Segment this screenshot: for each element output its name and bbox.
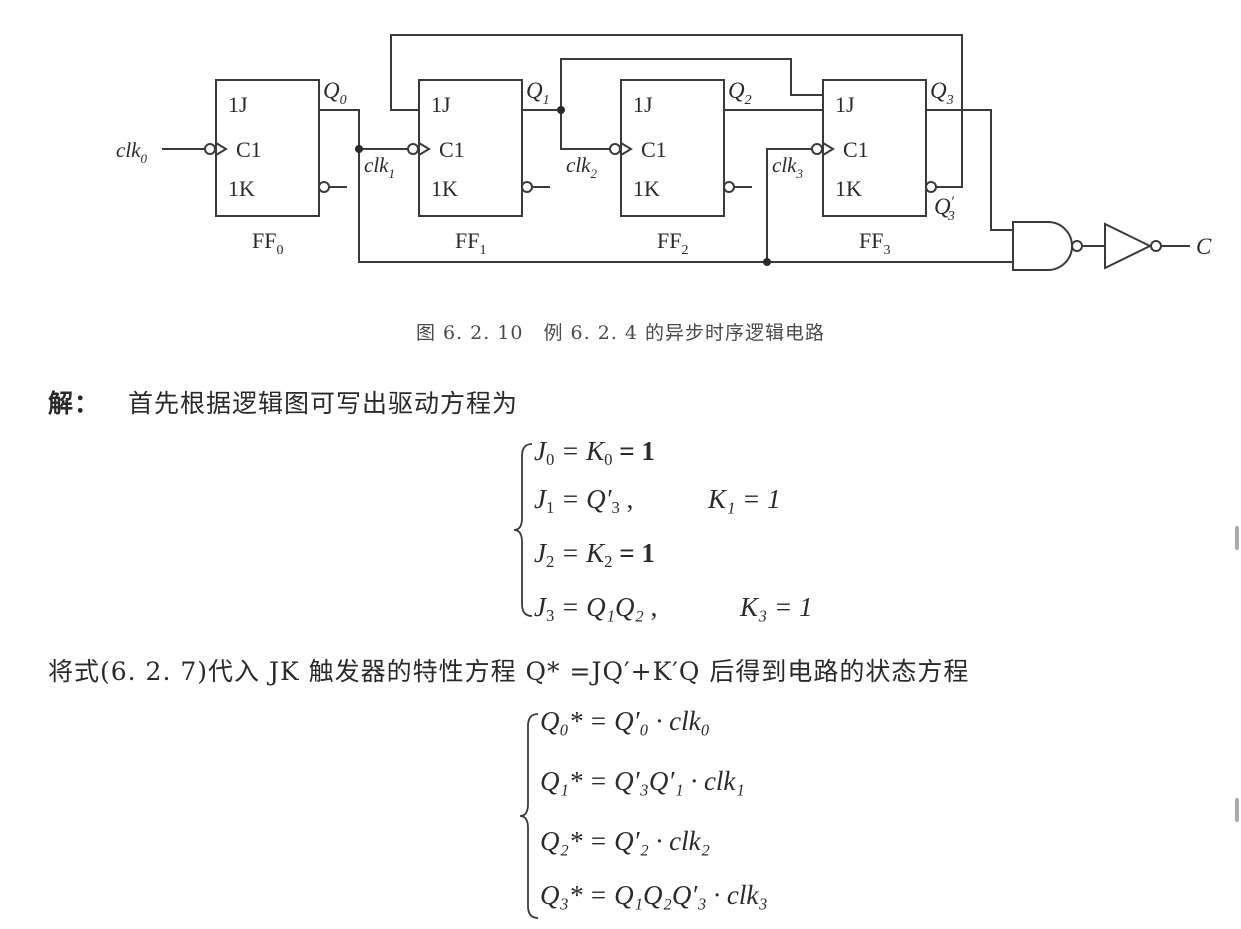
state-eq-3: Q₃* = Q₁Q₂Q′₃ · clk₃ — [540, 880, 768, 910]
state-brace — [518, 710, 542, 929]
q3-label: Q3 — [930, 78, 954, 108]
q1-label: Q1 — [526, 78, 550, 108]
clk0-label: clk0 — [116, 138, 147, 166]
output-c-label: C — [1196, 234, 1212, 259]
figure-caption: 图 6. 2. 10 例 6. 2. 4 的异步时序逻辑电路 — [415, 322, 826, 344]
ff2-k-label: 1K — [633, 176, 660, 201]
clk3-label: clk3 — [772, 153, 803, 181]
ff1-c-label: C1 — [439, 137, 465, 162]
ff1-box — [418, 79, 523, 217]
ff0-name: FF0 — [252, 228, 283, 258]
ff2-j-label: 1J — [633, 92, 653, 117]
ff0-j-label: 1J — [228, 92, 248, 117]
state-eq-0: Q₀* = Q′₀ · clk₀ — [540, 706, 711, 736]
driving-eq-1: J1 = Q′3 , K₁ = 1 — [534, 484, 781, 518]
ff1-k-label: 1K — [431, 176, 458, 201]
solution-label: 解： — [48, 389, 101, 418]
driving-eq-1-k: K₁ = 1 — [708, 484, 781, 514]
state-eq-1: Q₁* = Q′₃Q′₁ · clk₁ — [540, 766, 745, 796]
ff0-k-label: 1K — [228, 176, 255, 201]
solution-intro: 首先根据逻辑图可写出驱动方程为 — [128, 389, 519, 418]
ff3-box — [822, 79, 927, 217]
ff0-box — [215, 79, 320, 217]
q2-label: Q2 — [728, 78, 752, 108]
circuit-diagram: 1J C1 1K 1J C1 1K 1J C1 1K 1J C1 1K FF0 … — [116, 34, 1212, 271]
driving-eq-3: J3 = Q₁Q₂ , K₃ = 1 — [534, 592, 813, 626]
driving-eq-2: J2 = K2 = 1 — [534, 538, 655, 572]
driving-eq-3-k: K₃ = 1 — [740, 592, 813, 622]
transition-text: 将式(6. 2. 7)代入 JK 触发器的特性方程 Q* =JQ′+K′Q 后得… — [48, 657, 970, 686]
ff3-k-label: 1K — [835, 176, 862, 201]
brace-icon — [519, 713, 539, 919]
ff3-j-label: 1J — [835, 92, 855, 117]
page-edge-mark — [1235, 526, 1239, 550]
brace-icon — [513, 443, 533, 617]
state-eq-2: Q₂* = Q′₂ · clk₂ — [540, 826, 711, 856]
ff1-j-label: 1J — [431, 92, 451, 117]
ff2-c-label: C1 — [641, 137, 667, 162]
ff1-name: FF1 — [455, 228, 486, 258]
clk1-label: clk1 — [364, 153, 395, 181]
q0-label: Q0 — [323, 78, 347, 108]
ff2-box — [620, 79, 725, 217]
ff0-c-label: C1 — [236, 137, 262, 162]
solution-intro-line: 解： 首先根据逻辑图可写出驱动方程为 — [48, 384, 518, 420]
clk2-label: clk2 — [566, 153, 597, 181]
ff3-name: FF3 — [859, 228, 890, 258]
page-edge-mark — [1235, 798, 1239, 822]
driving-eq-0: J0 = K0 = 1 — [534, 436, 655, 470]
q3-not-label: Q′3 — [934, 194, 955, 224]
ff3-c-label: C1 — [843, 137, 869, 162]
ff2-name: FF2 — [657, 228, 688, 258]
driving-brace — [512, 440, 536, 627]
